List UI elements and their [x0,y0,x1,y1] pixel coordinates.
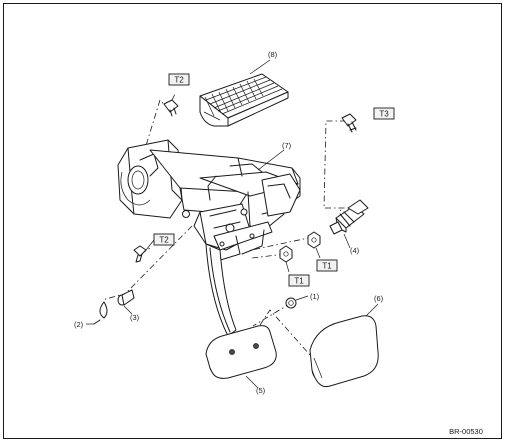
nut-1 [285,297,297,309]
tag-t2-left-leader [145,239,155,251]
part-label-2: (2) [74,320,84,329]
nut-t1-b [307,231,321,249]
svg-text:T2: T2 [159,236,169,245]
torque-tag-t2-top: T2 [168,73,190,86]
svg-text:T1: T1 [294,277,304,286]
leader-3 [123,305,133,315]
bolt-t2-left [133,245,147,263]
part-label-6: (6) [374,294,384,303]
bolt-t3 [341,113,357,133]
torque-tag-t1-b: T1 [316,259,338,272]
pedal-pad-cover-6 [309,315,379,388]
leader-5 [245,375,259,389]
leader-7 [257,149,285,171]
part-label-3: (3) [130,313,140,322]
tag-t1-a-leader [285,261,290,273]
brake-pedal-pad-5 [205,325,277,379]
torque-tag-t1-a: T1 [288,274,310,287]
torque-tag-t2-left: T2 [153,233,175,246]
leader-4 [343,233,351,249]
clip-2 [93,301,108,325]
nut-t1-a [279,245,293,263]
part-label-5: (5) [256,386,266,395]
figure-frame [3,3,502,439]
leader-6 [365,303,379,317]
svg-text:T1: T1 [322,262,332,271]
part-label-4: (4) [350,246,360,255]
stop-light-switch-4 [329,199,369,235]
leader-1 [295,295,309,301]
part-label-8: (8) [268,50,278,59]
torque-tag-t3: T3 [373,107,395,120]
pedal-bracket-7 [117,139,301,263]
bolt-t2-top [163,99,179,117]
svg-text:T2: T2 [174,76,184,85]
pin-3 [117,289,135,306]
svg-text:T3: T3 [379,110,389,119]
part-label-1: (1) [310,292,320,301]
tag-t1-b-leader [315,247,321,259]
part-label-7: (7) [282,141,292,150]
figure-code: BR-00530 [449,427,483,436]
leader-8 [249,59,271,75]
pedal-arm [205,243,237,337]
pad-rubber-8 [199,73,289,127]
